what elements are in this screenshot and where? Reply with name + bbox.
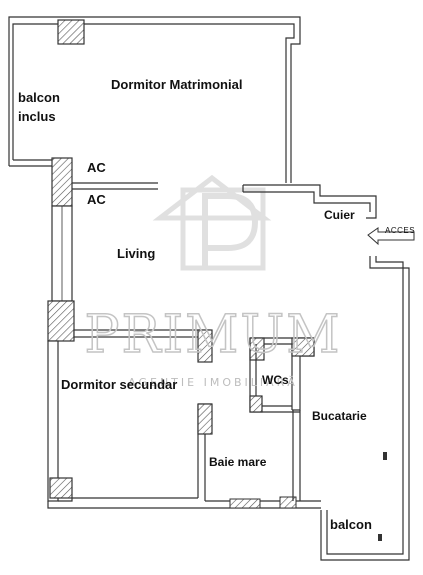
watermark-brand: PRIMUM <box>85 305 342 365</box>
room-label-large-bathroom: Baie mare <box>209 455 267 469</box>
wc-walls <box>249 337 315 413</box>
living-top-wall <box>242 184 377 219</box>
master-bedroom-walls <box>8 16 301 183</box>
watermark-logo <box>152 174 272 271</box>
room-label-master-bedroom: Dormitor Matrimonial <box>111 77 243 92</box>
ac-label-2: AC <box>87 192 106 207</box>
room-label-wc: WCs <box>262 373 289 387</box>
wall-column-top <box>57 19 85 45</box>
bedroom-top-wall <box>73 329 213 363</box>
right-wall <box>320 256 410 561</box>
ac-column <box>51 157 73 207</box>
room-label-living: Living <box>117 246 156 261</box>
room-label-balcony: balcon <box>330 517 372 532</box>
watermark-tagline: AGENTIE IMOBILIARĂ <box>128 376 298 389</box>
kitchen-walls <box>292 410 301 501</box>
kitchen-mark <box>383 452 387 460</box>
entrance-arrow-icon <box>367 227 415 246</box>
room-label-balcony-included-line2: inclus <box>18 109 56 124</box>
room-label-kitchen: Bucatarie <box>312 409 367 423</box>
wall-column-left <box>47 300 75 342</box>
room-label-secondary-bedroom: Dormitor secundar <box>61 377 178 392</box>
entrance-label: ACCES <box>385 226 416 235</box>
balcony-mark <box>378 534 382 541</box>
room-label-balcony-included-line1: balcon <box>18 90 60 105</box>
ac-label-1: AC <box>87 160 106 175</box>
room-label-cloakroom: Cuier <box>324 208 355 222</box>
